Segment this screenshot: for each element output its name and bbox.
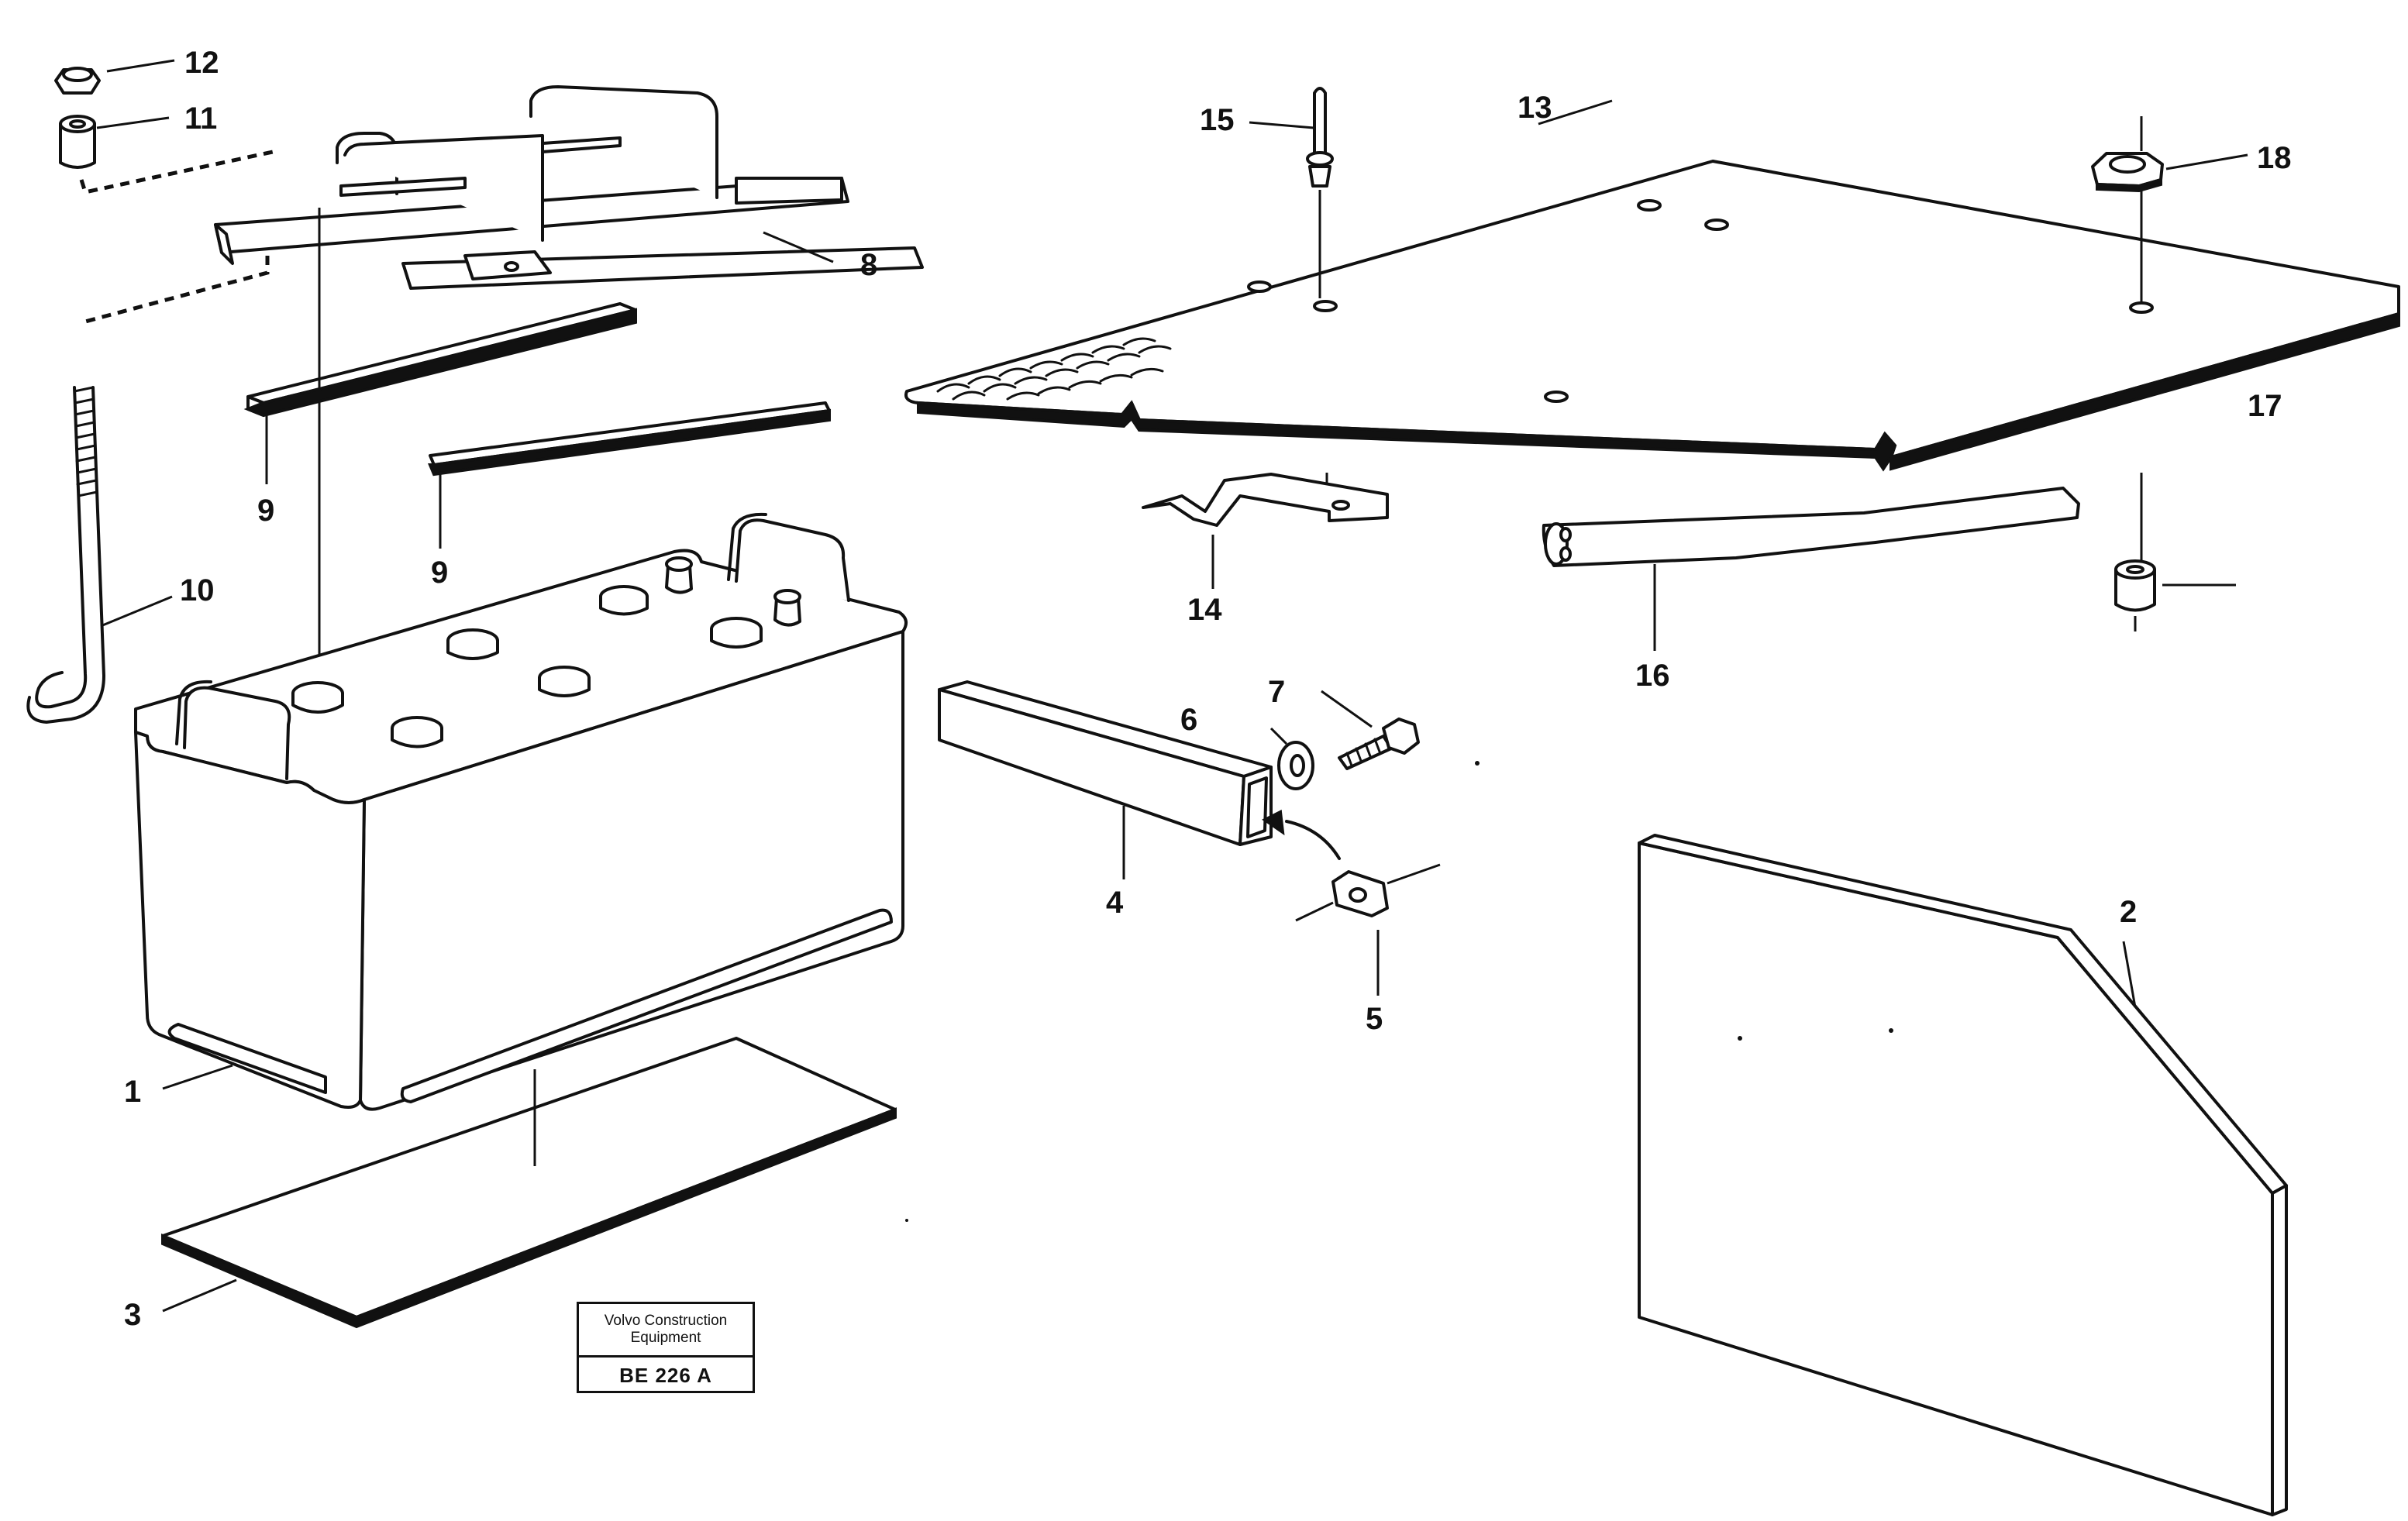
- callout-numbers: 12 11 8 9 9 10 1 3 15 13 18 17 14 16 7 6…: [124, 46, 2292, 1332]
- assembly-arrow: [1262, 809, 1341, 860]
- callout-12: 12: [184, 46, 219, 80]
- callout-13: 13: [1517, 91, 1552, 125]
- cover-checker-texture: [936, 337, 1172, 401]
- title-block-manufacturer: Volvo Construction Equipment: [579, 1304, 753, 1358]
- part-15-pin: [1306, 87, 1334, 188]
- part-12-hex-nut: [54, 67, 101, 95]
- title-block-line2: Equipment: [630, 1330, 701, 1346]
- title-block: Volvo Construction Equipment BE 226 A: [577, 1302, 755, 1393]
- callout-16: 16: [1635, 659, 1670, 693]
- callout-1: 1: [124, 1075, 141, 1109]
- callout-6: 6: [1180, 703, 1197, 737]
- guide-dashed-upper: [79, 150, 274, 194]
- guide-dashed-lower: [84, 256, 270, 324]
- part-9-pad-upper: [243, 302, 637, 418]
- part-7-bolt: [1338, 717, 1420, 770]
- title-block-code: BE 226 A: [619, 1363, 712, 1387]
- callout-4: 4: [1106, 886, 1124, 920]
- callout-17: 17: [2248, 389, 2282, 423]
- callout-8: 8: [860, 248, 877, 282]
- part-17-sleeve: [2114, 559, 2156, 612]
- scan-specks: [905, 761, 1893, 1222]
- part-4-square-tube: [938, 680, 1273, 846]
- callout-18: 18: [2257, 141, 2292, 175]
- part-10-j-bolt: [26, 386, 105, 724]
- callout-9-right: 9: [431, 556, 448, 590]
- part-3-base-plate: [161, 1037, 897, 1329]
- title-block-line1: Volvo Construction: [604, 1313, 728, 1329]
- part-11-spacer: [59, 115, 96, 169]
- part-2-side-panel: [1638, 834, 2288, 1516]
- leader-lines: [96, 59, 2248, 1313]
- part-18-clip: [2091, 152, 2164, 193]
- part-14-bracket: [1142, 473, 1389, 527]
- part-6-washer: [1277, 741, 1314, 790]
- callout-2: 2: [2120, 895, 2137, 929]
- callout-7: 7: [1268, 675, 1285, 709]
- part-16-edge-strip: [1542, 487, 2080, 567]
- part-8-battery-holder: [214, 85, 924, 290]
- part-13-cover-plate: [904, 160, 2400, 472]
- callout-11: 11: [184, 102, 217, 136]
- callout-10: 10: [180, 573, 215, 607]
- callout-9-left: 9: [257, 494, 274, 528]
- part-9-pad-lower: [428, 401, 831, 477]
- part-5-nut-plate: [1295, 863, 1441, 922]
- callout-3: 3: [124, 1298, 141, 1332]
- callout-15: 15: [1200, 103, 1235, 137]
- part-1-battery: [134, 512, 908, 1111]
- callout-14: 14: [1187, 593, 1222, 627]
- callout-5: 5: [1366, 1002, 1383, 1036]
